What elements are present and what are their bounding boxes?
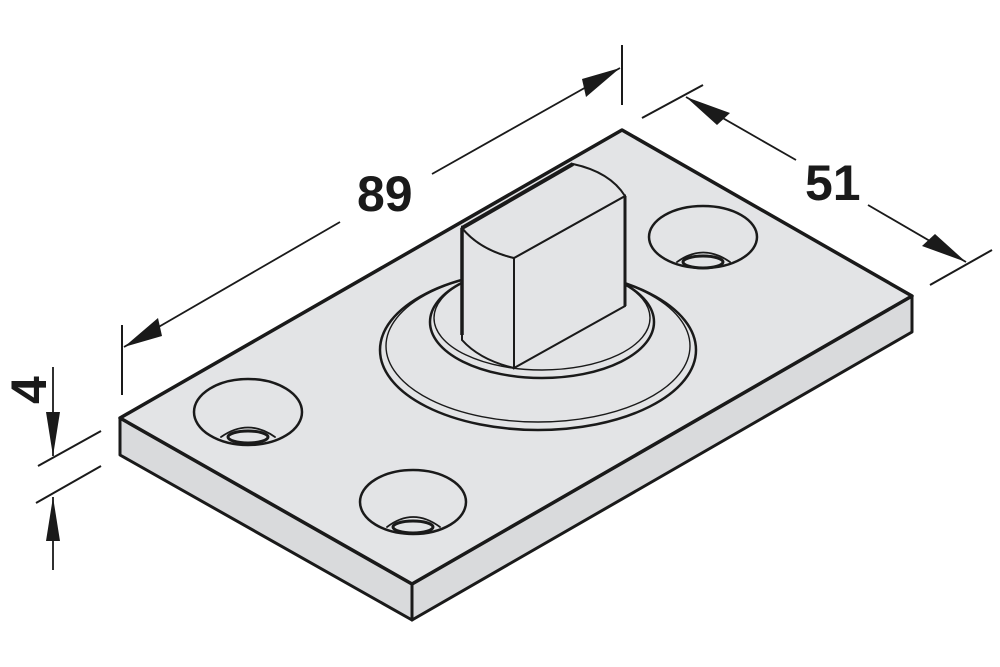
dimension-length: 89 (121, 45, 623, 395)
arrow-head-up (46, 497, 60, 541)
countersunk-hole-right (647, 204, 759, 270)
dimension-width: 51 (641, 84, 993, 286)
countersunk-hole-left (192, 377, 304, 447)
dimension-label-width: 51 (805, 155, 861, 211)
dimension-label-thickness: 4 (1, 376, 57, 404)
pin-top-face (460, 162, 627, 260)
arrow-head-bottom (922, 234, 966, 262)
countersunk-hole-bottom (358, 468, 468, 536)
arrow-head-down (46, 412, 60, 456)
arrow-head-top (686, 97, 730, 125)
dimension-label-length: 89 (357, 166, 413, 222)
arrow-head-left (124, 318, 162, 347)
dimension-thickness: 4 (1, 367, 102, 570)
arrow-head-right (582, 68, 620, 97)
square-pivot-pin (460, 162, 627, 370)
